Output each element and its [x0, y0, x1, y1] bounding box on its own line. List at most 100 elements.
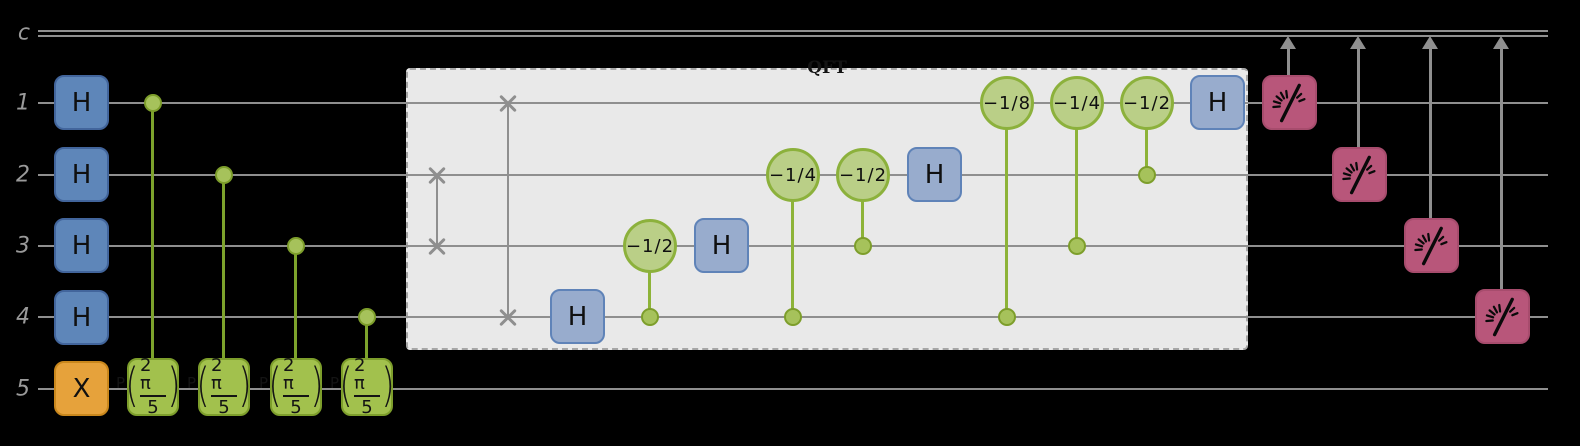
right-paren: ): [310, 358, 324, 412]
gate-name-overflow-2: P: [187, 374, 197, 392]
measure-arrowhead-icon-q3: [1422, 36, 1438, 49]
left-paren: (: [339, 358, 353, 412]
measure-gate-q3: [1404, 218, 1459, 273]
fraction-bar: [354, 395, 380, 397]
swap-line-2-3: [436, 175, 438, 246]
wire-label-5: 5: [16, 376, 30, 402]
left-paren: (: [125, 358, 139, 412]
fraction-denominator: 5: [290, 397, 302, 418]
fraction-numerator: 2 π: [354, 355, 366, 394]
measure-arrowhead-icon-q2: [1350, 36, 1366, 49]
gate-name-overflow-1: P: [116, 374, 126, 392]
control-line-1: [151, 103, 154, 358]
phase-control-dot-3: [854, 237, 872, 255]
measure-meter-icon: [1414, 226, 1448, 266]
measure-stem-q4: [1500, 47, 1503, 289]
qubit-wire-5: [38, 388, 1548, 390]
measure-meter-icon: [1485, 297, 1519, 337]
measure-meter-icon: [1272, 83, 1306, 123]
phase-fraction: 2 π 5: [140, 357, 166, 417]
h-gate-q2: H: [54, 147, 109, 202]
measure-stem-q2: [1357, 47, 1360, 147]
h-gate-q3: H: [54, 218, 109, 273]
cp-gate-3: ( 2 π 5 ): [268, 355, 324, 418]
measure-gate-q2: [1332, 147, 1387, 202]
qubit-wire-1: [38, 102, 1548, 104]
qft-h-gate-q1: H: [1190, 75, 1245, 130]
swap-cross-icon-q1: [497, 92, 519, 114]
control-dot-q2: [215, 166, 233, 184]
wire-label-c: c: [17, 20, 30, 46]
wire-label-3: 3: [16, 233, 30, 259]
fraction-bar: [211, 395, 237, 397]
phase-control-dot-5: [1068, 237, 1086, 255]
classical-wire: [38, 30, 1548, 37]
qft-block-box: [406, 68, 1248, 350]
h-gate-q1: H: [54, 75, 109, 130]
phase-control-line-6: [1145, 129, 1148, 175]
qft-block-label: QFT: [807, 58, 847, 78]
x-gate-q5: X: [54, 361, 109, 416]
fraction-numerator: 2 π: [211, 355, 223, 394]
measure-arrowhead-icon-q1: [1280, 36, 1296, 49]
phase-circle-5: −1/4: [1050, 76, 1104, 130]
control-dot-q3: [287, 237, 305, 255]
phase-control-line-4: [1005, 129, 1008, 317]
right-paren: ): [238, 358, 252, 412]
fraction-denominator: 5: [147, 397, 159, 418]
fraction-numerator: 2 π: [140, 355, 152, 394]
qft-h-gate-q3: H: [694, 218, 749, 273]
swap-cross-icon-q2: [426, 164, 448, 186]
right-paren: ): [381, 358, 395, 412]
measure-stem-q1: [1287, 47, 1290, 75]
phase-control-dot-1: [641, 308, 659, 326]
control-dot-q4: [358, 308, 376, 326]
phase-control-line-5: [1075, 129, 1078, 246]
control-line-3: [294, 246, 297, 358]
swap-cross-icon-q3: [426, 235, 448, 257]
cp-gate-1: ( 2 π 5 ): [125, 357, 181, 417]
phase-circle-3: −1/2: [836, 148, 890, 202]
phase-circle-2: −1/4: [766, 148, 820, 202]
measure-gate-q1: [1262, 75, 1317, 130]
phase-circle-1: −1/2: [623, 219, 677, 273]
control-line-2: [222, 175, 225, 358]
phase-circle-4: −1/8: [980, 76, 1034, 130]
control-dot-q1: [144, 94, 162, 112]
fraction-denominator: 5: [361, 397, 373, 418]
measure-gate-q4: [1475, 289, 1530, 344]
cp-gate-4: ( 2 π 5 ): [339, 357, 395, 417]
gate-name-overflow-3: P: [259, 374, 269, 392]
phase-control-line-2: [791, 201, 794, 317]
right-paren: ): [167, 358, 181, 412]
gate-name-overflow-4: P: [330, 374, 340, 392]
fraction-bar: [140, 395, 166, 397]
measure-stem-q3: [1429, 47, 1432, 218]
phase-control-line-3: [861, 201, 864, 246]
fraction-denominator: 5: [218, 397, 230, 418]
swap-line-1-4: [507, 103, 509, 317]
fraction-bar: [283, 395, 309, 397]
measure-arrowhead-icon-q4: [1493, 36, 1509, 49]
left-paren: (: [268, 358, 282, 412]
h-gate-q4: H: [54, 290, 109, 345]
cp-gate-2: ( 2 π 5 ): [196, 357, 252, 417]
left-paren: (: [196, 358, 210, 412]
qft-h-gate-q4: H: [550, 289, 605, 344]
phase-control-dot-6: [1138, 166, 1156, 184]
phase-control-dot-4: [998, 308, 1016, 326]
phase-fraction: 2 π 5: [354, 357, 380, 417]
wire-label-2: 2: [16, 162, 30, 188]
swap-cross-icon-q4: [497, 306, 519, 328]
control-line-4: [365, 317, 368, 358]
phase-control-line-1: [648, 272, 651, 317]
phase-circle-6: −1/2: [1120, 76, 1174, 130]
fraction-numerator: 2 π: [283, 355, 295, 394]
phase-fraction: 2 π 5: [211, 357, 237, 417]
wire-label-1: 1: [16, 90, 30, 116]
phase-control-dot-2: [784, 308, 802, 326]
measure-meter-icon: [1342, 155, 1376, 195]
wire-label-4: 4: [16, 304, 30, 330]
qft-h-gate-q2: H: [907, 147, 962, 202]
